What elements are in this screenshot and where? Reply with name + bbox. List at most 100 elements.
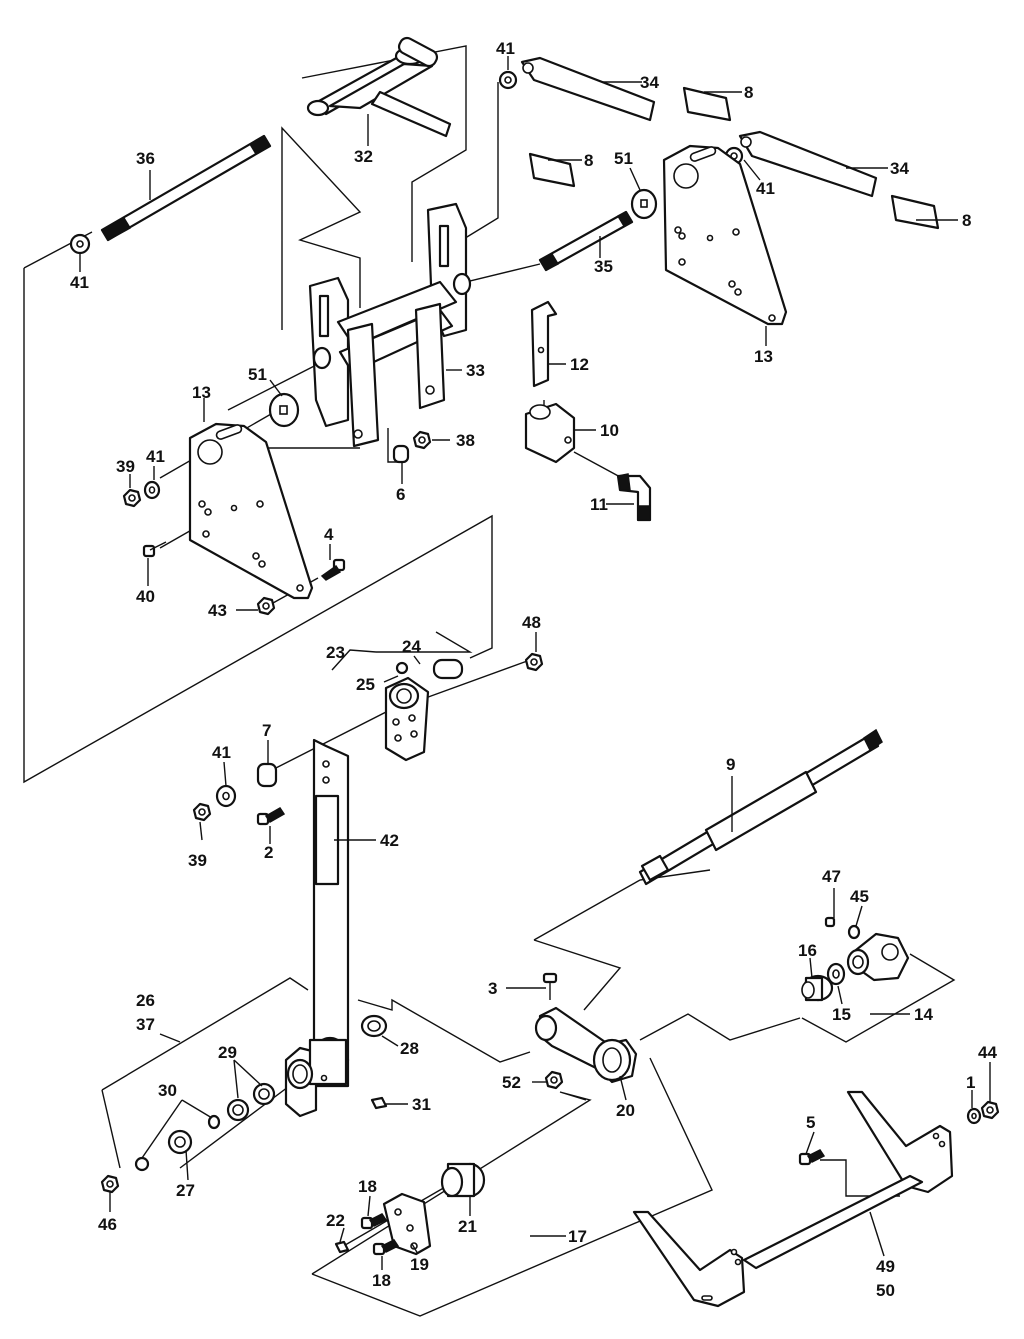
part-30-washer-a — [207, 1114, 221, 1130]
part-8-pad-top — [682, 86, 732, 122]
label-25: 25 — [356, 675, 375, 694]
label-41-lower: 41 — [212, 743, 231, 762]
label-20: 20 — [616, 1101, 635, 1120]
part-45-washer — [847, 924, 861, 940]
part-21-bushing — [440, 1162, 486, 1198]
label-39-upper: 39 — [116, 457, 135, 476]
label-41-left: 41 — [70, 273, 89, 292]
label-41-top: 41 — [496, 39, 515, 58]
label-3: 3 — [488, 979, 497, 998]
part-33-center-frame — [308, 202, 472, 448]
part-19-flange-plate — [382, 1192, 432, 1256]
label-18-lower: 18 — [372, 1271, 391, 1290]
label-52: 52 — [502, 1073, 521, 1092]
part-3-bolt — [542, 972, 558, 1000]
label-40: 40 — [136, 587, 155, 606]
part-7-spacer — [256, 762, 278, 788]
part-41-washer-upper-right — [498, 70, 518, 90]
part-27-bushing — [167, 1129, 193, 1155]
part-12-strap — [530, 300, 558, 388]
label-6: 6 — [396, 485, 405, 504]
label-9: 9 — [726, 755, 735, 774]
part-1-washer — [966, 1107, 982, 1125]
part-48-nut — [524, 652, 544, 672]
part-23-pivot-block — [384, 676, 430, 762]
part-8-pad-right — [890, 194, 940, 230]
part-10-clevis — [524, 402, 576, 464]
label-32: 32 — [354, 147, 373, 166]
label-48: 48 — [522, 613, 541, 632]
label-13-left: 13 — [192, 383, 211, 402]
part-28-bushing — [360, 1014, 388, 1038]
label-29: 29 — [218, 1043, 237, 1062]
label-41-mid: 41 — [146, 447, 165, 466]
part-8-pad-middle — [528, 152, 576, 188]
part-29-bushing-a — [252, 1082, 276, 1106]
part-13-side-plate-right — [662, 144, 788, 326]
part-31-grease-fitting — [370, 1096, 388, 1110]
label-21: 21 — [458, 1217, 477, 1236]
part-39-nut-lower — [192, 802, 212, 822]
part-34-arm-right — [738, 130, 878, 198]
label-33: 33 — [466, 361, 485, 380]
label-50: 50 — [876, 1281, 895, 1300]
label-34-right: 34 — [890, 159, 909, 178]
label-37: 37 — [136, 1015, 155, 1034]
label-leaders — [79, 56, 991, 1270]
label-28: 28 — [400, 1039, 419, 1058]
label-51-top: 51 — [614, 149, 633, 168]
part-11-bent-rod — [616, 473, 652, 522]
part-labels: 41 34 8 32 36 8 51 34 41 8 35 41 13 12 3… — [70, 39, 997, 1300]
part-51-washer-lower — [268, 392, 300, 428]
label-7: 7 — [262, 721, 271, 740]
part-47-screw — [824, 916, 836, 928]
label-14: 14 — [914, 1005, 933, 1024]
part-18-screw-upper — [360, 1213, 388, 1230]
part-32-upper-shaft-bracket — [306, 36, 452, 138]
label-24: 24 — [402, 637, 421, 656]
part-52-nut — [544, 1070, 564, 1090]
part-34-arm-upper — [520, 56, 656, 122]
part-41-washer-lower — [215, 784, 237, 808]
label-19: 19 — [410, 1255, 429, 1274]
label-41-right: 41 — [756, 179, 775, 198]
label-51-left: 51 — [248, 365, 267, 384]
label-22: 22 — [326, 1211, 345, 1230]
part-2-bolt — [256, 807, 286, 826]
part-24-bushing — [432, 658, 464, 680]
part-4-bolt — [320, 558, 346, 581]
label-43: 43 — [208, 601, 227, 620]
label-23: 23 — [326, 643, 345, 662]
label-26: 26 — [136, 991, 155, 1010]
part-22-grease-fitting — [334, 1240, 350, 1254]
part-39-nut-upper — [122, 488, 142, 508]
part-38-nut — [412, 430, 432, 450]
label-34-top: 34 — [640, 73, 659, 92]
label-30: 30 — [158, 1081, 177, 1100]
part-36-threaded-rod — [100, 134, 272, 242]
part-42-vertical-lever — [312, 738, 350, 1088]
part-9-main-shaft — [638, 728, 883, 886]
label-10: 10 — [600, 421, 619, 440]
label-11: 11 — [590, 495, 608, 514]
label-8-top: 8 — [744, 83, 753, 102]
part-46-nut — [100, 1174, 120, 1194]
part-41-washer-mid — [143, 480, 161, 500]
part-13-side-plate-left — [188, 422, 314, 600]
part-20-lever-arm — [534, 1006, 638, 1084]
assembly-lead-lines — [23, 45, 956, 1317]
part-26-pivot-tube — [284, 1036, 350, 1118]
part-6-spacer — [392, 444, 410, 464]
part-16-bushing — [801, 974, 834, 1002]
label-18-upper: 18 — [358, 1177, 377, 1196]
label-15: 15 — [832, 1005, 851, 1024]
part-5-bolt — [798, 1149, 826, 1166]
part-51-washer-upper — [630, 188, 658, 220]
label-1: 1 — [966, 1073, 975, 1092]
label-44: 44 — [978, 1043, 997, 1062]
part-30-washer-b — [134, 1156, 150, 1172]
part-18-screw-lower — [372, 1239, 400, 1256]
part-43-nut — [256, 596, 276, 616]
label-27: 27 — [176, 1181, 195, 1200]
label-38: 38 — [456, 431, 475, 450]
